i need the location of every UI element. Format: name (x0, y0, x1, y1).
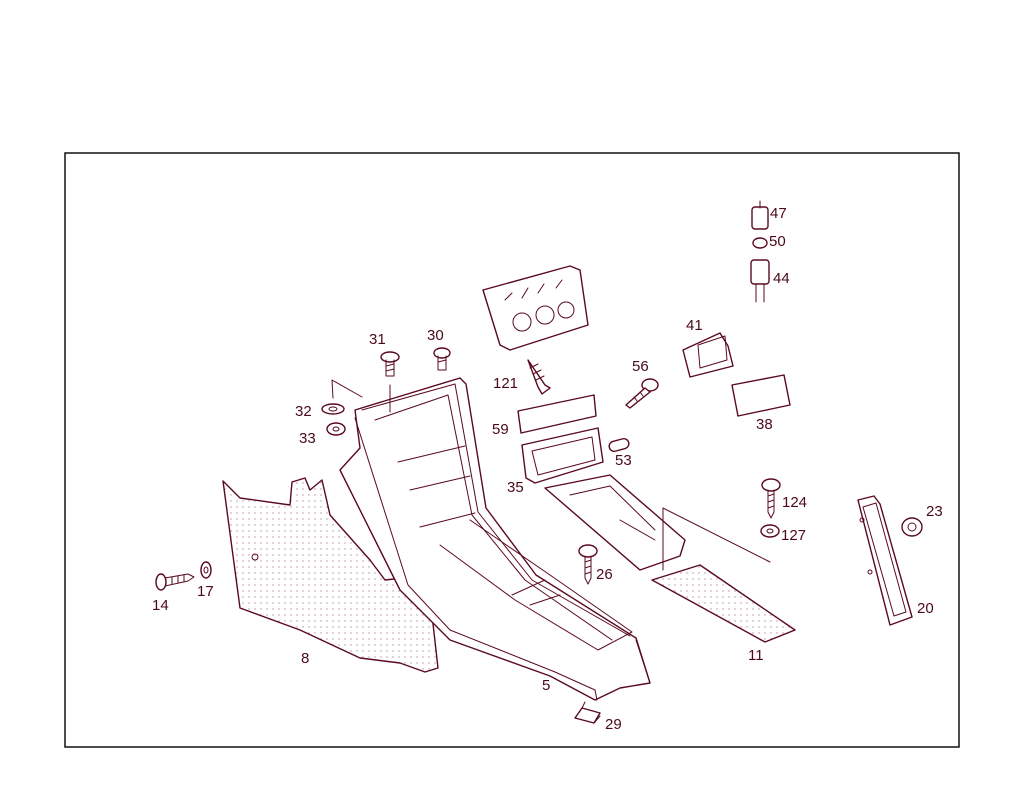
label-38: 38 (756, 416, 773, 433)
label-23: 23 (926, 503, 943, 520)
part-33-nut (326, 422, 346, 436)
part-30-screw (433, 347, 451, 371)
label-14: 14 (152, 597, 169, 614)
label-35: 35 (507, 479, 524, 496)
part-11-mat (651, 564, 796, 643)
part-tray (544, 474, 771, 571)
label-30: 30 (427, 327, 444, 344)
part-29-clip (574, 701, 601, 724)
label-8: 8 (301, 650, 309, 667)
label-50: 50 (769, 233, 786, 250)
label-33: 33 (299, 430, 316, 447)
part-124-screw (761, 478, 781, 519)
label-5: 5 (542, 677, 550, 694)
part-121-screw (527, 359, 551, 395)
label-32: 32 (295, 403, 312, 420)
label-59: 59 (492, 421, 509, 438)
part-23-clip (901, 517, 923, 537)
part-17-washer (200, 561, 212, 579)
label-11: 11 (748, 647, 764, 664)
part-5-center-console (331, 377, 651, 701)
label-31: 31 (369, 331, 386, 348)
diagram-frame (64, 152, 960, 748)
part-31-screw (380, 351, 400, 377)
label-47: 47 (770, 205, 787, 222)
label-41: 41 (686, 317, 703, 334)
part-127-washer (760, 524, 780, 538)
part-47-switch (751, 200, 769, 230)
label-26: 26 (596, 566, 613, 583)
label-127: 127 (781, 527, 806, 544)
switch-panel (482, 265, 589, 351)
label-44: 44 (773, 270, 790, 287)
part-35-bezel (521, 427, 604, 484)
part-56-screw (625, 378, 659, 409)
part-32-washer (321, 403, 345, 415)
label-20: 20 (917, 600, 934, 617)
part-53-bulb (608, 438, 630, 452)
part-14-screw (155, 573, 195, 591)
label-29: 29 (605, 716, 622, 733)
label-124: 124 (782, 494, 807, 511)
part-20-trim-strip (857, 495, 913, 626)
part-59-cover (517, 394, 597, 434)
label-56: 56 (632, 358, 649, 375)
label-53: 53 (615, 452, 632, 469)
part-38-cover (731, 374, 791, 417)
part-50-ring (752, 237, 768, 249)
part-44-switch (750, 259, 770, 303)
label-17: 17 (197, 583, 214, 600)
part-26-screw (578, 544, 598, 585)
part-41-box (682, 332, 734, 378)
label-121: 121 (493, 375, 518, 392)
